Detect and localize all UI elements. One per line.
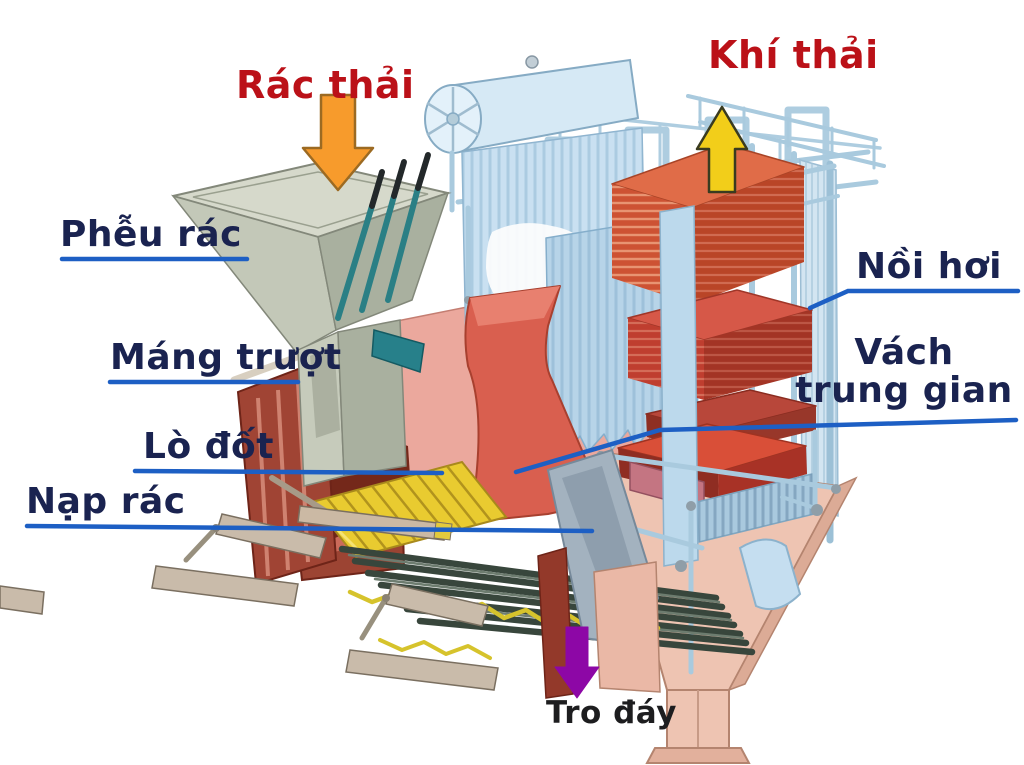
flow-arrows bbox=[301, 93, 749, 699]
boiler-front-column bbox=[659, 205, 699, 572]
waste-input-arrow-icon bbox=[301, 93, 375, 192]
label-furnace: Lò đốt bbox=[143, 426, 274, 467]
label-partition-wall: Vách trung gian bbox=[790, 334, 1018, 410]
leader-furnace bbox=[132, 468, 445, 476]
slide-chute bbox=[297, 319, 425, 487]
leader-boiler bbox=[807, 288, 1021, 311]
poker-rods bbox=[335, 152, 431, 321]
flue-gas-arrow-icon bbox=[695, 105, 749, 194]
label-boiler: Nồi hơi bbox=[856, 246, 1002, 287]
leader-lines bbox=[24, 256, 1021, 534]
label-waste-feeder: Nạp rác bbox=[26, 481, 186, 522]
label-partition-wall-line1: Vách bbox=[854, 332, 954, 373]
label-waste-hopper: Phễu rác bbox=[60, 214, 242, 255]
hydraulic-rams bbox=[0, 513, 499, 691]
outlet-duct bbox=[537, 448, 802, 699]
leader-waste-feeder bbox=[24, 523, 595, 534]
label-partition-wall-line2: trung gian bbox=[795, 369, 1013, 411]
leader-partition-wall bbox=[513, 417, 1019, 475]
label-waste-input: Rác thải bbox=[236, 63, 415, 107]
label-bottom-ash: Tro đáy bbox=[546, 695, 677, 731]
bottom-ash-arrow-icon bbox=[554, 626, 600, 699]
label-slide-chute: Máng trượt bbox=[110, 337, 342, 378]
label-flue-gas: Khí thải bbox=[708, 33, 879, 77]
